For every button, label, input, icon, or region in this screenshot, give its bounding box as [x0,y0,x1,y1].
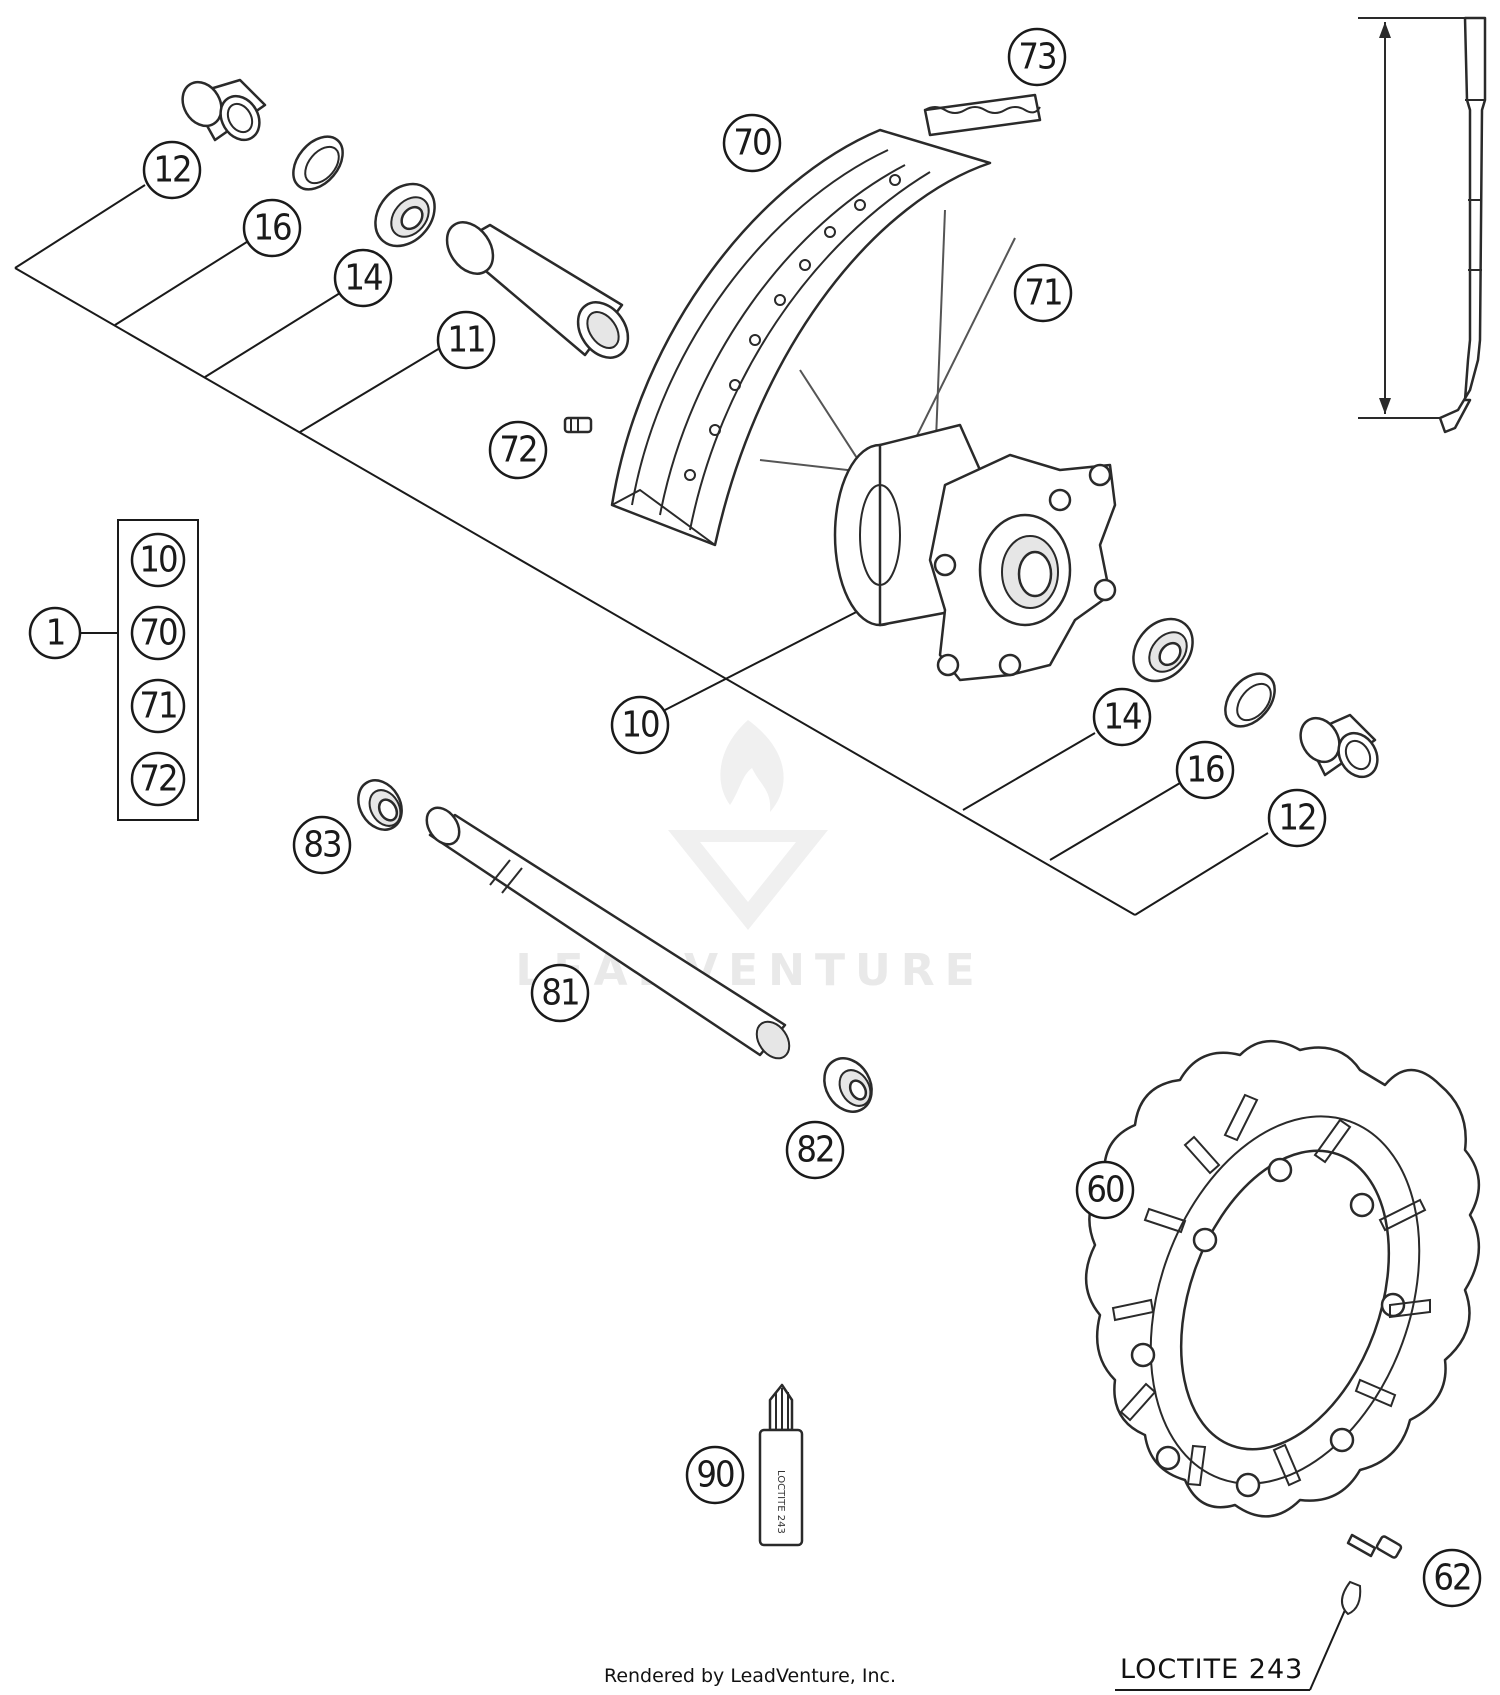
callout-90[interactable]: 90 [685,1445,745,1505]
bottle-label: LOCTITE 243 [775,1470,786,1534]
credit-text: Rendered by LeadVenture, Inc. [604,1665,896,1687]
hub-part [833,423,1117,682]
svg-text:12: 12 [1278,798,1315,839]
watermark-flame-icon [720,720,784,812]
callout-12-top[interactable]: 12 [142,140,202,200]
callout-83[interactable]: 83 [292,815,352,875]
assembly-item-70[interactable]: 70 [130,605,186,661]
loctite-label: LOCTITE 243 [1120,1654,1303,1685]
svg-text:12: 12 [153,150,190,191]
rim-tape-part [923,93,1042,137]
assembly-item-72[interactable]: 72 [130,751,186,807]
brake-disc-part [1084,1039,1481,1518]
spacer-bottom-part [1299,713,1379,779]
assembly-item-10[interactable]: 10 [130,532,186,588]
watermark: LEADVENTURE [515,720,984,996]
svg-text:14: 14 [1103,697,1141,738]
svg-text:73: 73 [1018,37,1056,78]
svg-text:71: 71 [1024,273,1061,314]
svg-text:83: 83 [303,825,341,866]
callout-16-bottom[interactable]: 16 [1175,740,1235,800]
svg-text:72: 72 [499,430,536,471]
svg-text:14: 14 [344,258,382,299]
svg-text:81: 81 [541,973,578,1014]
callout-11[interactable]: 11 [436,310,496,370]
bearing-top-part [374,182,436,248]
svg-text:82: 82 [796,1130,833,1171]
callout-60[interactable]: 60 [1075,1160,1135,1220]
spoke-dimension-part [1358,16,1487,434]
rim-part [610,128,992,547]
callout-70-top[interactable]: 70 [722,113,782,173]
leader-lines [14,184,1346,1691]
callout-10-hub[interactable]: 10 [610,695,670,755]
svg-text:16: 16 [1186,750,1224,791]
svg-text:90: 90 [696,1455,734,1496]
callout-14-bottom[interactable]: 14 [1092,687,1152,747]
svg-text:60: 60 [1086,1170,1124,1211]
nipple-part [563,416,593,434]
spacer-top-part [181,78,267,142]
svg-text:71: 71 [139,686,176,727]
bearing-bottom-part [1132,617,1194,683]
loctite-bottle-part: LOCTITE 243 [758,1383,804,1547]
callout-12-bottom[interactable]: 12 [1267,788,1327,848]
distance-sleeve-part [445,221,630,359]
disc-screw-part [1341,1533,1403,1616]
seal-ring-bottom-part [1224,672,1276,728]
callout-62[interactable]: 62 [1422,1548,1482,1608]
axle-nut-left-part [357,779,403,831]
callout-72-top[interactable]: 72 [488,420,548,480]
svg-text:16: 16 [253,208,291,249]
assembly-item-71[interactable]: 71 [130,678,186,734]
callout-14-top[interactable]: 14 [333,248,393,308]
callout-71-top[interactable]: 71 [1013,263,1073,323]
svg-text:10: 10 [139,540,177,581]
svg-text:70: 70 [139,613,177,654]
callout-16-top[interactable]: 16 [242,198,302,258]
callout-81[interactable]: 81 [530,963,590,1023]
svg-text:10: 10 [621,705,659,746]
svg-text:1: 1 [46,613,65,654]
svg-text:72: 72 [139,759,176,800]
callout-73[interactable]: 73 [1007,27,1067,87]
seal-ring-top-part [292,135,344,191]
svg-text:62: 62 [1433,1558,1470,1599]
axle-screw-part [823,1057,873,1113]
callout-1-assembly[interactable]: 1 [28,606,82,660]
axle-part [425,806,791,1060]
assembly-box [117,519,199,821]
watermark-text: LEADVENTURE [515,945,984,996]
watermark-v-icon [668,830,828,930]
svg-text:11: 11 [447,320,484,361]
svg-text:70: 70 [733,123,771,164]
callout-82[interactable]: 82 [785,1120,845,1180]
